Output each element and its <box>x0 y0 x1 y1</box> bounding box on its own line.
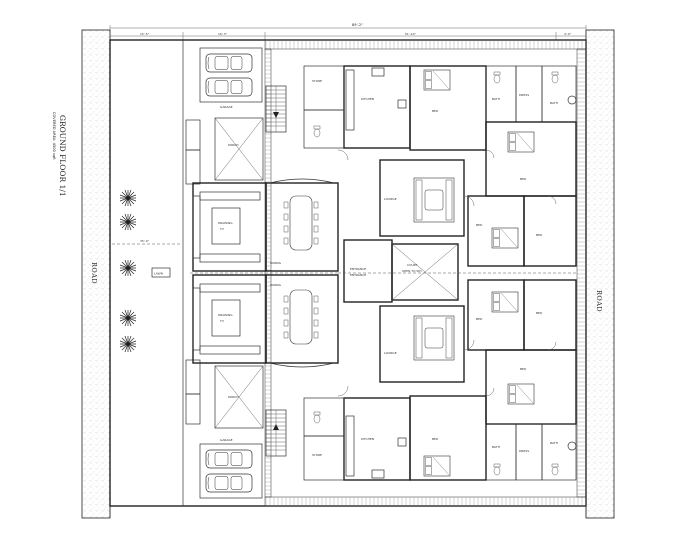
road-label-left: ROAD <box>90 262 98 284</box>
dining-room-bottom: DINING <box>265 274 339 364</box>
tv-top-label: TV <box>219 227 225 231</box>
bedroom-top-4: BED <box>523 195 577 267</box>
drawing-bottom-label: DRAWING <box>218 313 233 317</box>
porch-top-label: PORCH <box>228 143 238 147</box>
kitchen-bottom: KITCHEN <box>343 397 411 481</box>
title-main: GROUND FLOOR 1/1 <box>58 115 67 197</box>
bath-2-label: BATH <box>550 101 558 105</box>
porch-bottom-label: PORCH <box>228 395 238 399</box>
store-top-label: STORE <box>312 79 322 83</box>
drawing-top-label: DRAWING <box>218 221 233 225</box>
hatch-top <box>264 39 587 50</box>
stairs-bottom <box>265 409 287 457</box>
bed-6-label: BED <box>536 311 543 315</box>
bath-top-2: BATH <box>541 65 577 123</box>
porch-bottom: PORCH <box>185 359 264 429</box>
bed-7-label: BED <box>520 367 527 371</box>
drawing-room-bottom: DRAWING TV <box>192 274 267 364</box>
store-bottom-label: STORE <box>312 453 322 457</box>
entrance-bottom-label: ENTRANCE <box>350 273 366 277</box>
garage-top: GARAGE <box>199 47 263 109</box>
bedroom-top-3: BED <box>467 195 525 267</box>
open-court-label: OPEN TO SKY <box>402 269 422 273</box>
title-sub: COVERED AREA: 4500 sqft <box>52 112 56 160</box>
lawn-area: LAWN 35'-0" <box>112 40 184 506</box>
porch-top: PORCH <box>185 117 264 185</box>
store-bottom: STORE <box>303 397 345 481</box>
kitchen-top: KITCHEN <box>343 65 411 149</box>
road-strip-right <box>585 29 615 519</box>
top-dimensions: 89'-2" 15'-5" 16'-3" 51'-10" 4'-0" <box>109 23 587 40</box>
dimension-middle-left: 35'-0" <box>140 239 150 243</box>
garage-top-label: GARAGE <box>220 105 233 109</box>
garage-bottom: GARAGE <box>199 438 263 499</box>
drawing-title: GROUND FLOOR 1/1 COVERED AREA: 4500 sqft <box>52 112 67 197</box>
garage-bottom-label: GARAGE <box>220 438 233 442</box>
lounge-bottom: LOUNGE <box>379 305 465 383</box>
kitchen-bottom-label: KITCHEN <box>361 437 374 441</box>
bedroom-bottom-1: BED <box>467 279 525 351</box>
bedroom-bottom-4: BED <box>409 395 487 481</box>
court-label: COURT <box>407 263 418 267</box>
bath-bottom-2: BATH <box>541 423 577 481</box>
bedroom-bottom-2: BED <box>523 279 577 351</box>
dining-bottom-label: DINING <box>270 283 282 287</box>
bath-1-label: BATH <box>492 97 500 101</box>
dimension-right: 51'-10" <box>405 32 417 36</box>
stairs-top <box>265 85 287 133</box>
dining-top-label: DINING <box>270 261 282 265</box>
bed-5-label: BED <box>476 317 483 321</box>
dimension-left: 15'-5" <box>140 32 150 36</box>
road-strip-left <box>81 29 111 519</box>
dress-1-label: DRESS <box>519 93 529 97</box>
bed-3-label: BED <box>476 223 483 227</box>
bed-4-label: BED <box>536 233 543 237</box>
bed-8-label: BED <box>432 437 439 441</box>
road-label-right: ROAD <box>595 290 603 312</box>
bath-3-label: BATH <box>492 445 500 449</box>
kitchen-top-label: KITCHEN <box>361 97 374 101</box>
entrance-top-label: ENTRANCE <box>350 267 366 271</box>
dress-bottom-1: DRESS <box>515 423 543 481</box>
lounge-bottom-label: LOUNGE <box>384 351 397 355</box>
dining-room-top: DINING <box>265 182 339 272</box>
dress-2-label: DRESS <box>519 449 529 453</box>
bed-1-label: BED <box>432 109 439 113</box>
lawn-label: LAWN <box>154 272 163 276</box>
dimension-end: 4'-0" <box>564 32 572 36</box>
tv-bottom-label: TV <box>219 319 225 323</box>
hatch-right <box>576 48 587 498</box>
bedroom-top-1: BED <box>409 65 487 151</box>
bath-4-label: BATH <box>550 441 558 445</box>
bath-bottom-1: BATH <box>485 423 517 481</box>
central-court: ENTRANCE ENTRANCE COURT OPEN TO SKY <box>343 239 459 303</box>
lounge-top-label: LOUNGE <box>384 197 397 201</box>
hatch-bottom <box>264 496 587 507</box>
bedroom-top-2: BED <box>485 121 577 197</box>
dimension-mid: 16'-3" <box>218 32 228 36</box>
store-top: STORE <box>303 65 345 149</box>
drawing-room-top: DRAWING TV <box>192 182 267 272</box>
door-swings <box>337 149 557 397</box>
dress-top-1: DRESS <box>515 65 543 123</box>
dimension-total: 89'-2" <box>352 23 363 27</box>
bed-2-label: BED <box>520 177 527 181</box>
lounge-top: LOUNGE <box>379 159 465 237</box>
bedroom-bottom-3: BED <box>485 349 577 425</box>
bath-top-1: BATH <box>485 65 517 123</box>
